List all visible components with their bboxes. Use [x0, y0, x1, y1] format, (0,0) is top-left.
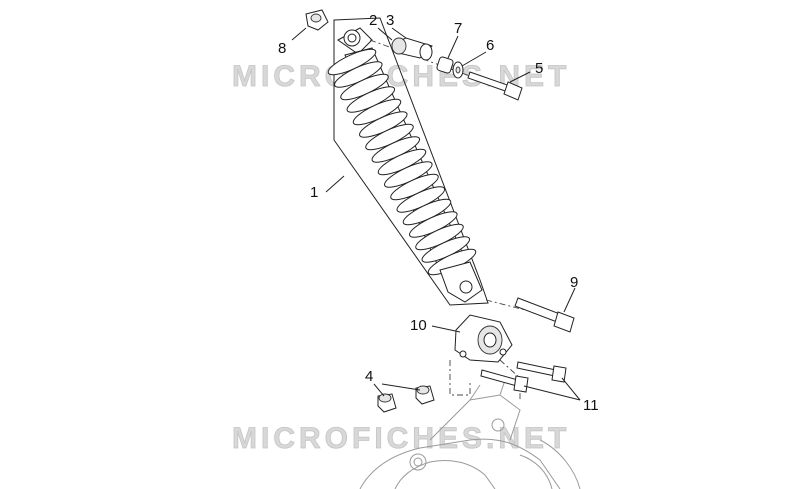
part-10-lower-bracket: [454, 314, 513, 363]
shock-group-outline: [333, 17, 489, 306]
part-9-lower-bolt: [514, 297, 575, 333]
part-4-rubber-bushes: [377, 385, 435, 413]
callout-7: 7: [454, 20, 462, 37]
leader-lines: [291, 27, 581, 401]
callout-2: 2: [369, 12, 377, 29]
part-5-top-bolt: [467, 71, 523, 101]
callout-11: 11: [583, 397, 599, 414]
callout-5: 5: [535, 60, 543, 77]
callout-6: 6: [486, 37, 494, 54]
callout-4: 4: [365, 368, 373, 385]
part-7-spacer: [436, 56, 454, 74]
lower-bolt-axis: [485, 299, 546, 316]
watermark-top: MICROFICHES.NET: [232, 60, 570, 93]
part-3-bushing: [391, 37, 433, 61]
part-8-cap-nut: [305, 9, 329, 31]
part-6-washer: [452, 61, 464, 79]
lower-mount-guide: [449, 360, 471, 396]
callout-10: 10: [410, 317, 427, 334]
callout-8: 8: [278, 40, 286, 57]
watermark-bottom: MICROFICHES.NET: [232, 422, 570, 455]
part-11-bolts: [480, 361, 567, 393]
callout-1: 1: [310, 184, 318, 201]
callout-9: 9: [570, 274, 578, 291]
shock-absorber: [327, 27, 483, 303]
callout-3: 3: [386, 12, 394, 29]
